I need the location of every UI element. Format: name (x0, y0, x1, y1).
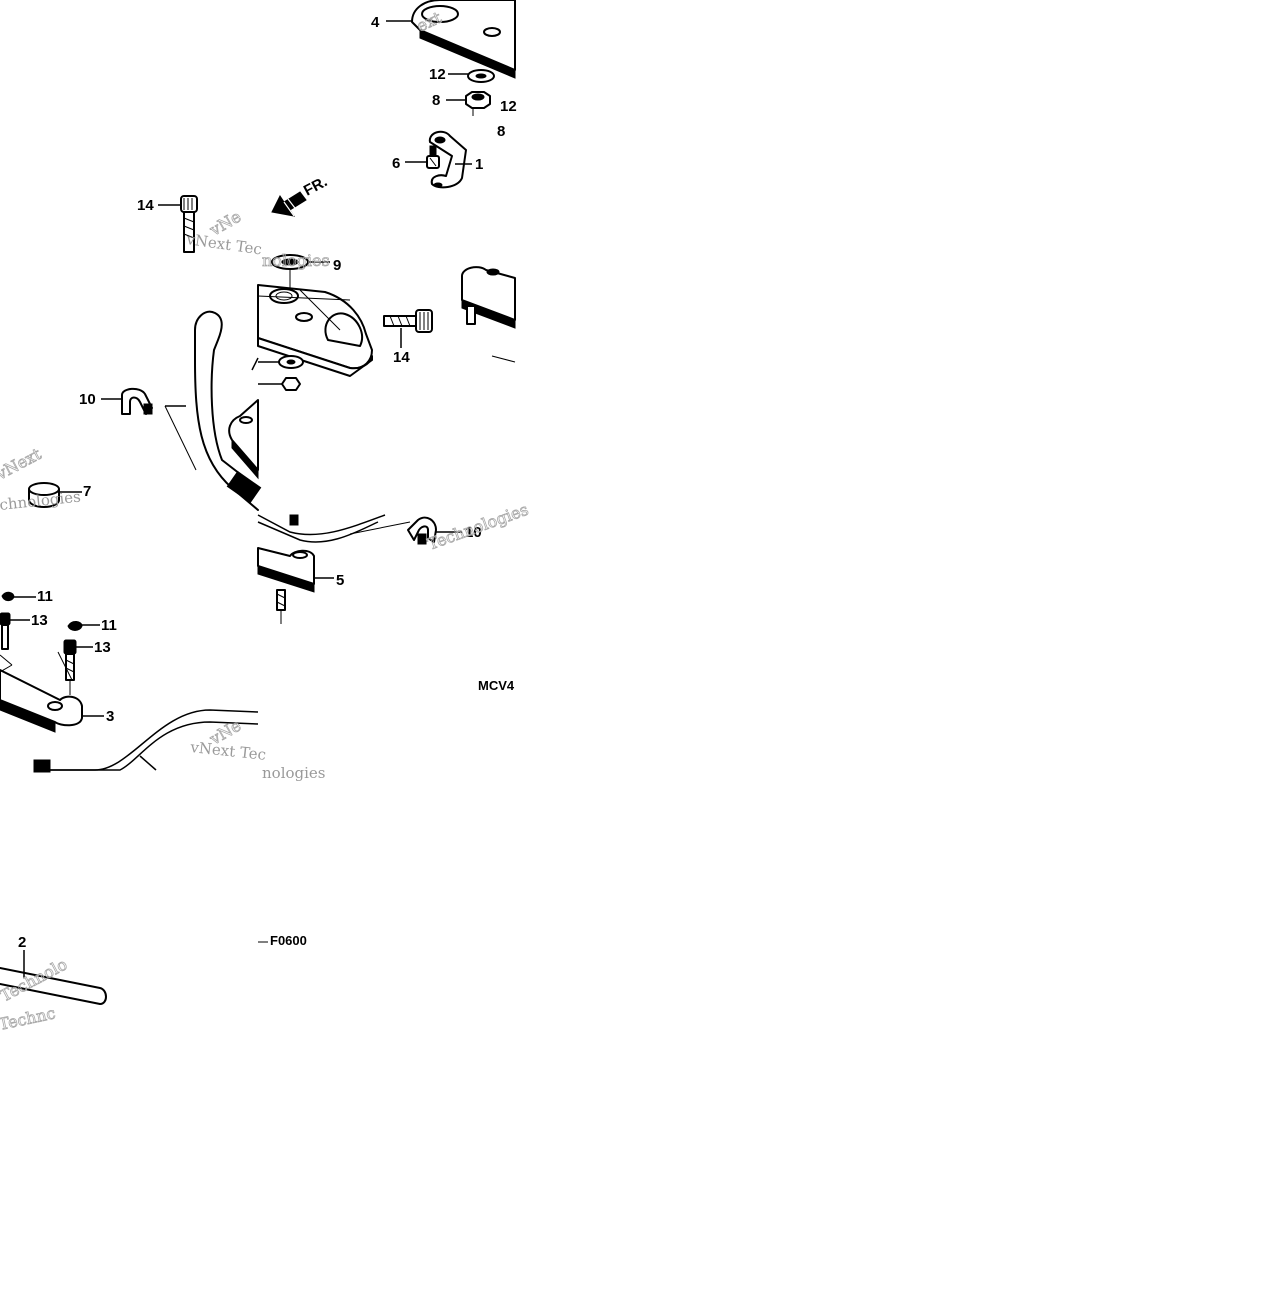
callout-10-right: 10 (465, 524, 482, 541)
holder-5 (257, 547, 334, 624)
right-holder-partial (461, 266, 516, 363)
drawing-code-left: MCV4 (478, 678, 515, 693)
callout-8: 8 (432, 92, 440, 109)
screw-6 (405, 145, 440, 169)
cap-7 (28, 482, 82, 508)
clip-10-left (101, 387, 153, 415)
nut-8 (446, 91, 491, 109)
bolt-13-upper (0, 612, 30, 650)
callout-8-edge: 8 (497, 123, 505, 140)
washer-lower (258, 355, 304, 391)
front-arrow-label: FR. (301, 173, 330, 199)
callout-1: 1 (475, 156, 483, 173)
callout-6: 6 (392, 155, 400, 172)
callout-5: 5 (336, 572, 344, 589)
callout-14-middle: 14 (393, 349, 410, 366)
callout-10-left: 10 (79, 391, 96, 408)
callout-7: 7 (83, 483, 91, 500)
watermark-9: nologies (262, 764, 326, 782)
front-direction-arrow (271, 191, 307, 217)
callout-13-lower: 13 (94, 639, 111, 656)
watermark-4: vNext (0, 444, 45, 484)
upper-holder-4 (386, 0, 516, 79)
cap-11-upper (1, 591, 36, 602)
callout-12: 12 (429, 66, 446, 83)
callout-2: 2 (18, 934, 26, 951)
callout-11-lower: 11 (101, 617, 117, 634)
middle-panel (228, 0, 516, 624)
callout-11-upper: 11 (37, 588, 53, 605)
bolt-14-left (158, 195, 198, 253)
lower-holder-body (257, 284, 373, 377)
watermark-6: Technologies (425, 500, 531, 554)
handlebar-middle (257, 514, 411, 543)
watermark-3: nologies (262, 251, 330, 270)
washer-9 (271, 254, 330, 290)
watermark-5: chnologies (0, 488, 82, 514)
callout-4: 4 (371, 14, 380, 31)
cap-11-lower (67, 621, 100, 631)
washer-12 (448, 69, 495, 83)
holder-3 (0, 651, 104, 733)
callout-13-upper: 13 (31, 612, 48, 629)
callout-12-edge: 12 (500, 98, 517, 115)
grip-pipe-2 (0, 950, 107, 1005)
clamp-1 (428, 130, 472, 189)
callout-labels: 4 12 8 12 8 6 1 14 9 14 10 7 10 5 11 13 … (18, 14, 517, 951)
watermark-7: vNext Tec (189, 738, 267, 764)
handlebar-lower (33, 709, 259, 773)
callout-14-left: 14 (137, 197, 154, 214)
left-panel (0, 195, 262, 1005)
handlebar-pipe-left (164, 310, 262, 511)
callout-9: 9 (333, 257, 341, 274)
drawing-code-right: F0600 (270, 933, 307, 948)
bolt-14-middle (299, 289, 433, 348)
clip-10-right (407, 516, 462, 545)
bolt-13-lower (63, 639, 93, 695)
lower-holder-block-left (228, 399, 259, 480)
watermark-11: Technc (0, 1003, 57, 1034)
callout-3: 3 (106, 708, 114, 725)
